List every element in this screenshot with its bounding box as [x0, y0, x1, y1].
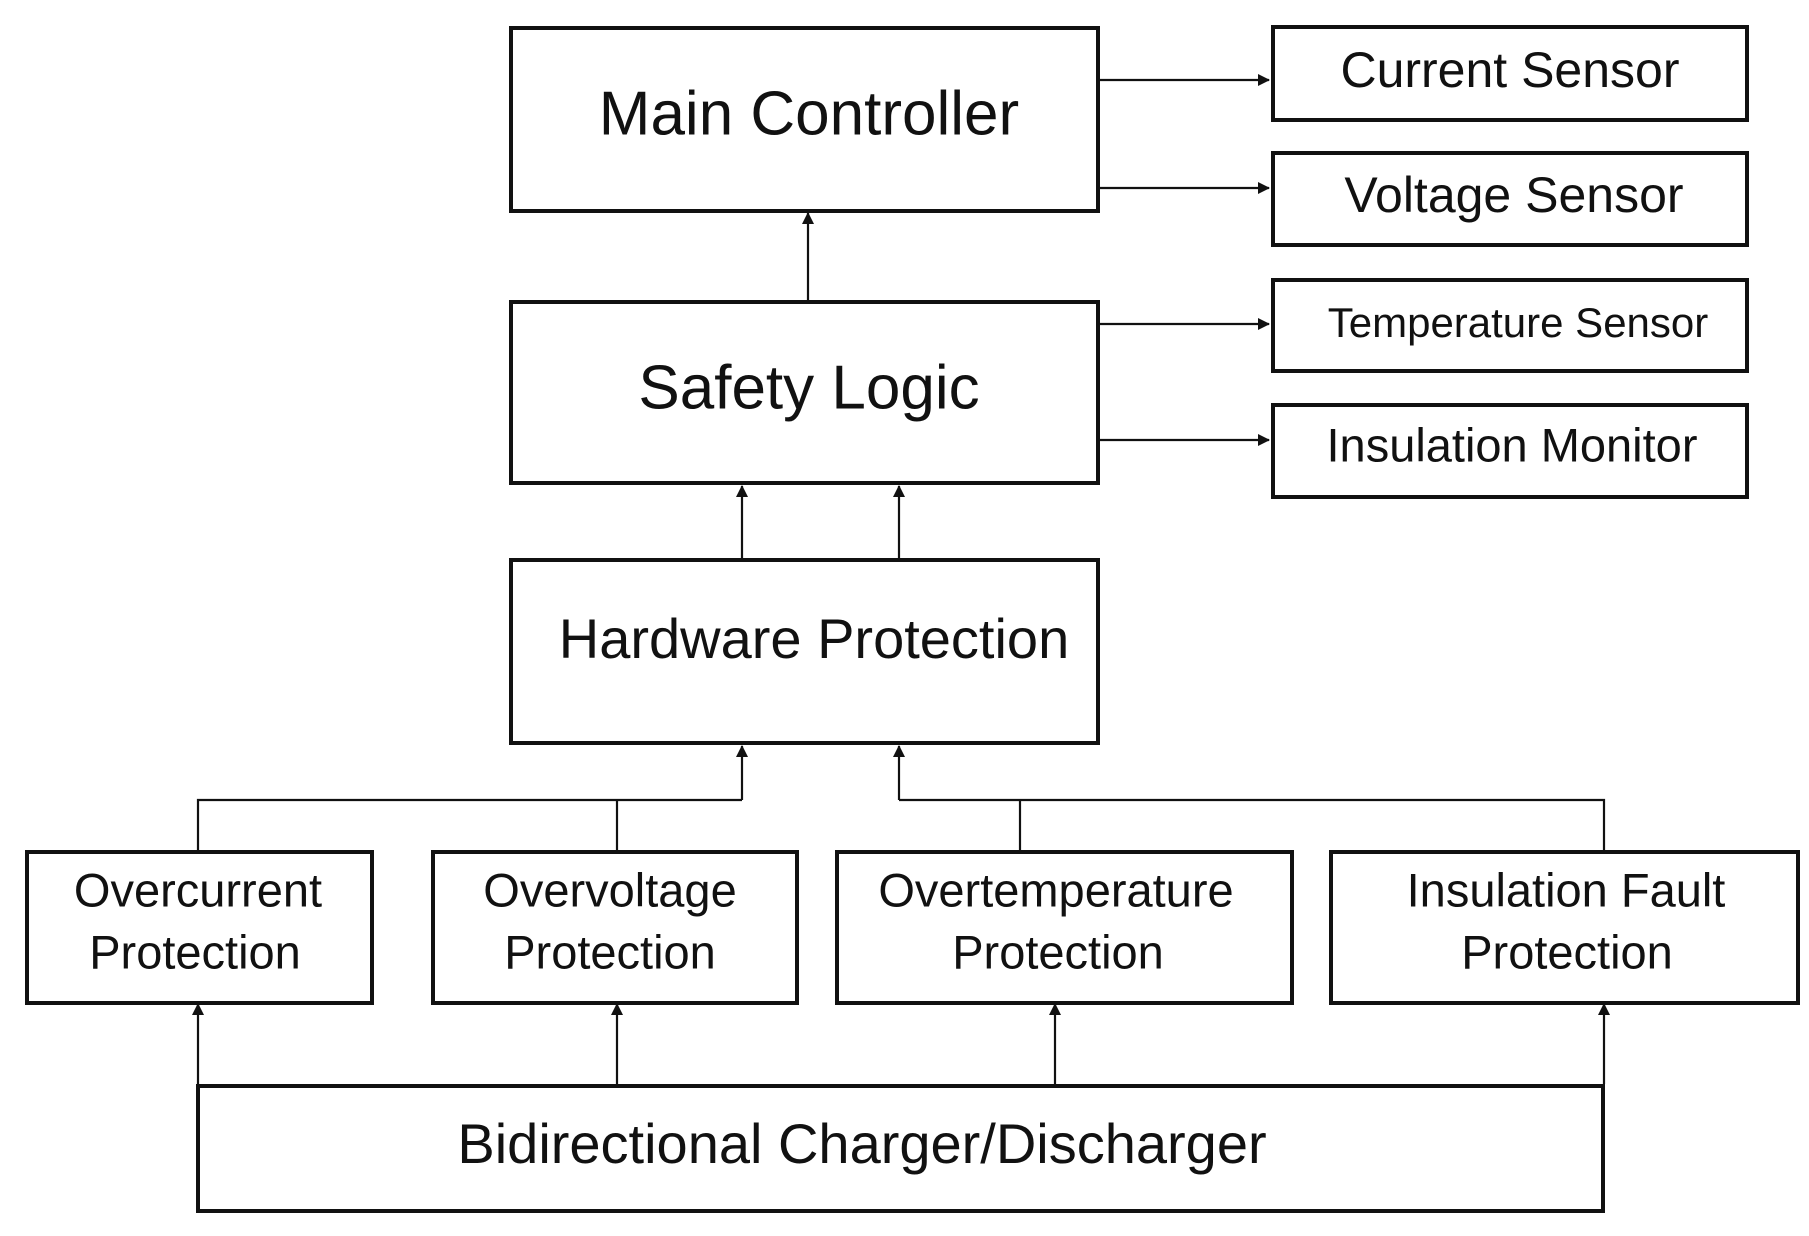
temperature-sensor-label: Temperature Sensor: [1328, 299, 1709, 346]
current-sensor-label: Current Sensor: [1340, 42, 1679, 98]
overvoltage-protection-block: Overvoltage Protection: [431, 850, 799, 1005]
insulation-monitor-block: Insulation Monitor: [1271, 403, 1749, 499]
insulation-fault-protection-label-line-2: Protection: [1461, 925, 1673, 978]
overtemperature-protection-label-line-2: Protection: [952, 925, 1164, 978]
overtemperature-protection-label-line-1: Overtemperature: [878, 863, 1233, 916]
voltage-sensor-block: Voltage Sensor: [1271, 151, 1749, 247]
insulation-monitor-label: Insulation Monitor: [1327, 418, 1698, 471]
voltage-sensor-label: Voltage Sensor: [1344, 167, 1683, 223]
insulation-fault-protection-label-line-1: Insulation Fault: [1407, 863, 1726, 916]
current-sensor-block: Current Sensor: [1271, 25, 1749, 122]
overvoltage-protection-label-line-2: Protection: [504, 925, 716, 978]
hardware-protection-label: Hardware Protection: [559, 607, 1069, 670]
overvoltage-protection-label-line-1: Overvoltage: [483, 863, 736, 916]
connectors: [192, 74, 1610, 1084]
main-controller-block: Main Controller: [509, 26, 1100, 213]
overtemperature-protection-block: Overtemperature Protection: [835, 850, 1294, 1005]
bidirectional-charger-block: Bidirectional Charger/Discharger: [196, 1084, 1605, 1213]
temperature-sensor-block: Temperature Sensor: [1271, 278, 1749, 373]
overcurrent-protection-block: Overcurrent Protection: [25, 850, 374, 1005]
hardware-protection-block: Hardware Protection: [509, 558, 1100, 745]
overcurrent-protection-label-line-1: Overcurrent: [74, 863, 322, 916]
edge-overcurrent-to-hardware-protection: [196, 798, 742, 850]
edge-insulation-fault-to-hardware-protection: [899, 798, 1606, 850]
safety-logic-label: Safety Logic: [638, 353, 979, 422]
main-controller-label: Main Controller: [599, 79, 1019, 148]
overcurrent-protection-label-line-2: Protection: [89, 925, 301, 978]
insulation-fault-protection-block: Insulation Fault Protection: [1329, 850, 1800, 1005]
bidirectional-charger-label: Bidirectional Charger/Discharger: [457, 1112, 1266, 1175]
safety-logic-block: Safety Logic: [509, 300, 1100, 485]
